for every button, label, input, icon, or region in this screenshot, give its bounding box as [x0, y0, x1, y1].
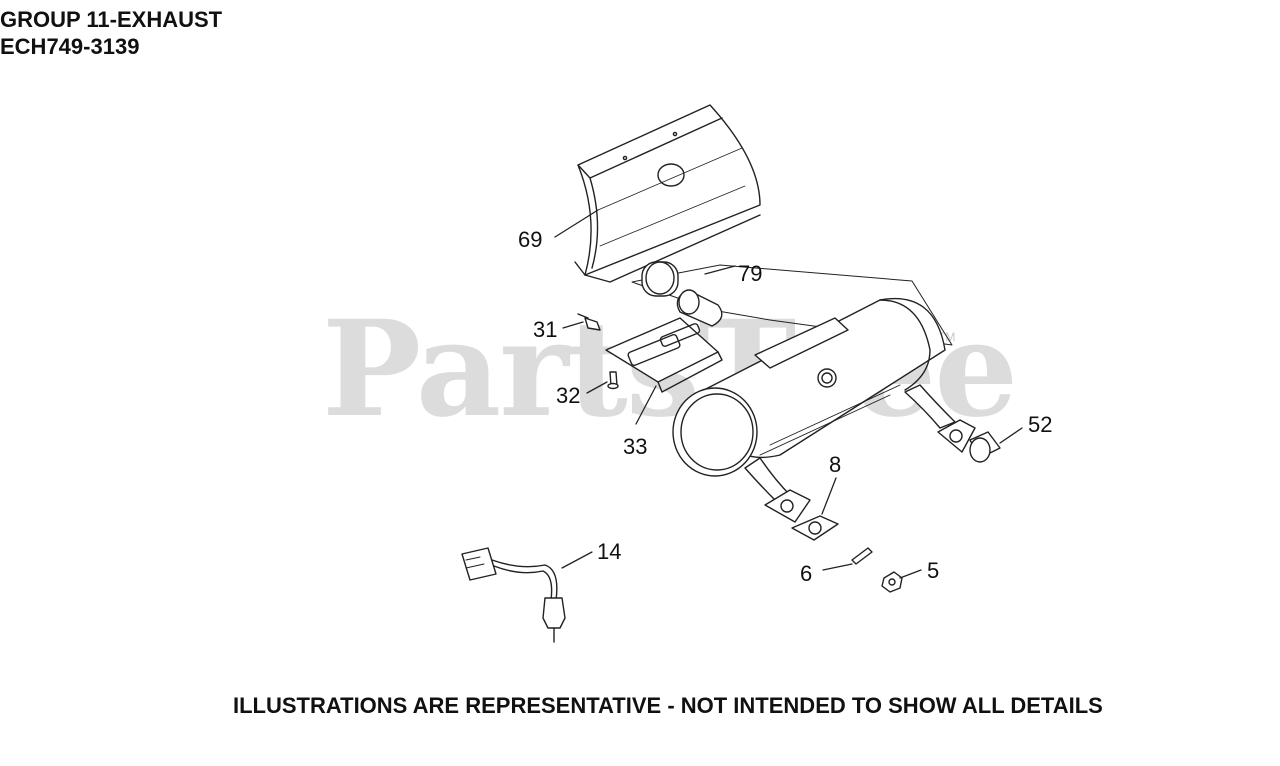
part-31-bolt[interactable] [577, 313, 601, 331]
part-79-exhaust-tube[interactable] [631, 261, 953, 346]
part-14-oxygen-sensor[interactable] [461, 547, 566, 643]
callout-6: 6 [800, 561, 812, 586]
model-code: ECH749-3139 [0, 34, 140, 59]
group-title: GROUP 11-EXHAUST [0, 7, 223, 32]
part-8-gasket[interactable] [791, 515, 839, 541]
callout-33: 33 [623, 434, 647, 459]
callout-69: 69 [518, 227, 542, 252]
part-33-bracket[interactable] [605, 317, 723, 393]
callout-79: 79 [738, 261, 762, 286]
callout-52: 52 [1028, 412, 1052, 437]
disclaimer-footer: ILLUSTRATIONS ARE REPRESENTATIVE - NOT I… [233, 693, 1103, 718]
muffler-body[interactable] [672, 297, 976, 523]
callout-numbers: 69 79 31 32 33 52 8 14 6 5 [518, 227, 1052, 586]
callout-8: 8 [829, 452, 841, 477]
callout-14: 14 [597, 539, 621, 564]
part-69-heat-shield[interactable] [574, 104, 761, 283]
part-52-tailpipe-cap[interactable] [969, 431, 1001, 463]
diagram-header: GROUP 11-EXHAUST ECH749-3139 [0, 6, 222, 60]
callout-31: 31 [533, 317, 557, 342]
callout-5: 5 [927, 558, 939, 583]
callout-leaders [554, 209, 1023, 579]
part-6-stud[interactable] [851, 547, 873, 565]
part-32-screw[interactable] [607, 371, 619, 390]
part-5-nut[interactable] [881, 571, 903, 593]
callout-32: 32 [556, 383, 580, 408]
